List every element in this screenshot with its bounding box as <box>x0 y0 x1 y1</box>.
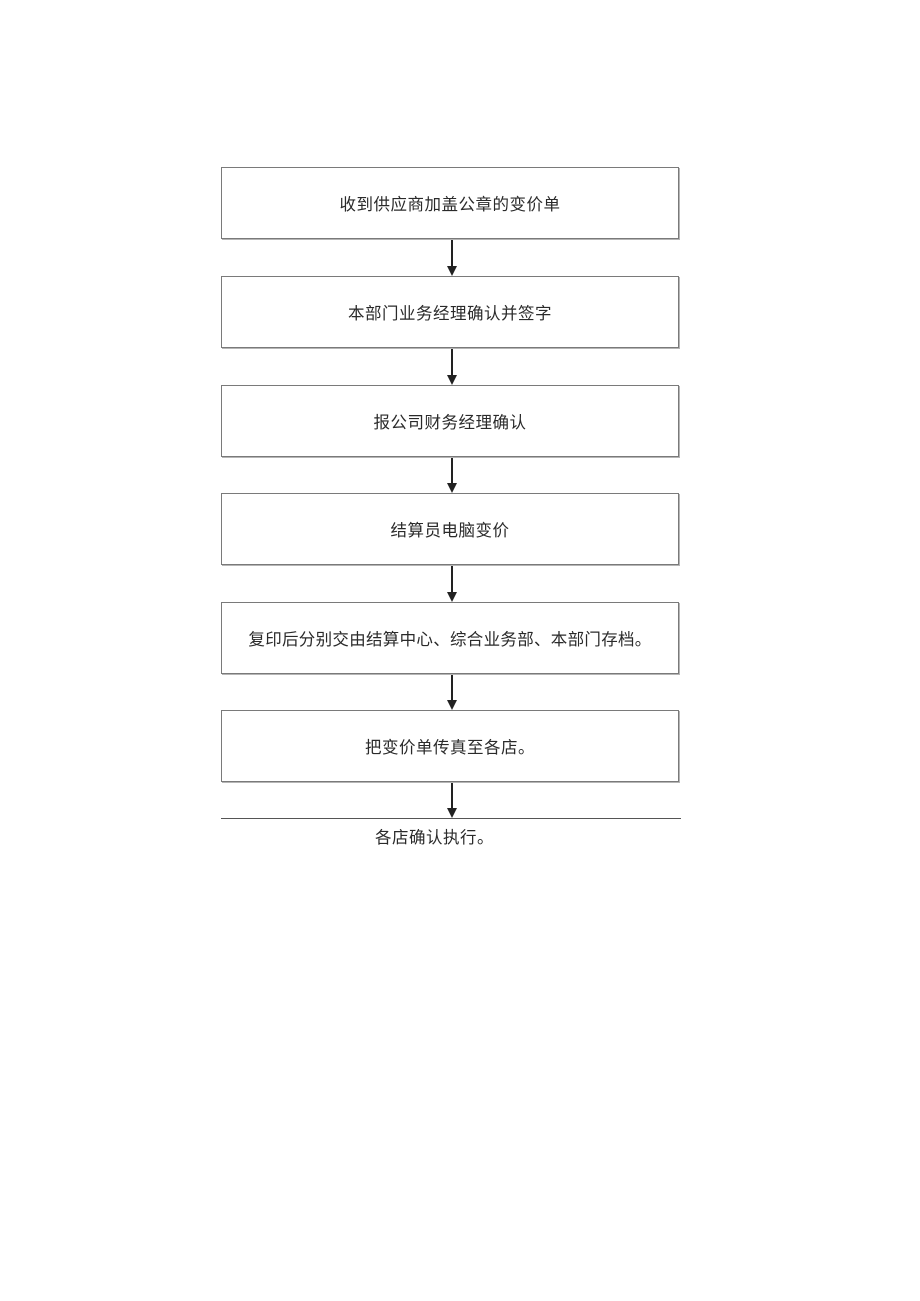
flow-step-label: 报公司财务经理确认 <box>373 413 527 432</box>
arrow-down-icon <box>447 675 457 710</box>
flow-step-4: 结算员电脑变价 <box>221 493 679 565</box>
flow-step-label: 把变价单传真至各店。 <box>365 738 535 757</box>
arrow-down-icon <box>447 240 457 276</box>
flow-step-3: 报公司财务经理确认 <box>221 385 679 457</box>
flow-step-2: 本部门业务经理确认并签字 <box>221 276 679 348</box>
arrow-down-icon <box>447 349 457 385</box>
final-step-label: 各店确认执行。 <box>375 828 494 847</box>
flow-step-6: 把变价单传真至各店。 <box>221 710 679 782</box>
arrow-down-icon <box>447 458 457 493</box>
flow-step-5: 复印后分别交由结算中心、综合业务部、本部门存档。 <box>221 602 679 674</box>
arrow-down-icon <box>447 783 457 818</box>
flow-step-label: 结算员电脑变价 <box>390 521 510 540</box>
flow-step-label: 复印后分别交由结算中心、综合业务部、本部门存档。 <box>248 630 652 649</box>
flow-step-1: 收到供应商加盖公章的变价单 <box>221 167 679 239</box>
flow-step-label: 本部门业务经理确认并签字 <box>348 304 552 323</box>
arrow-down-icon <box>447 566 457 602</box>
final-step-divider <box>221 818 681 819</box>
flow-step-label: 收到供应商加盖公章的变价单 <box>339 195 561 214</box>
